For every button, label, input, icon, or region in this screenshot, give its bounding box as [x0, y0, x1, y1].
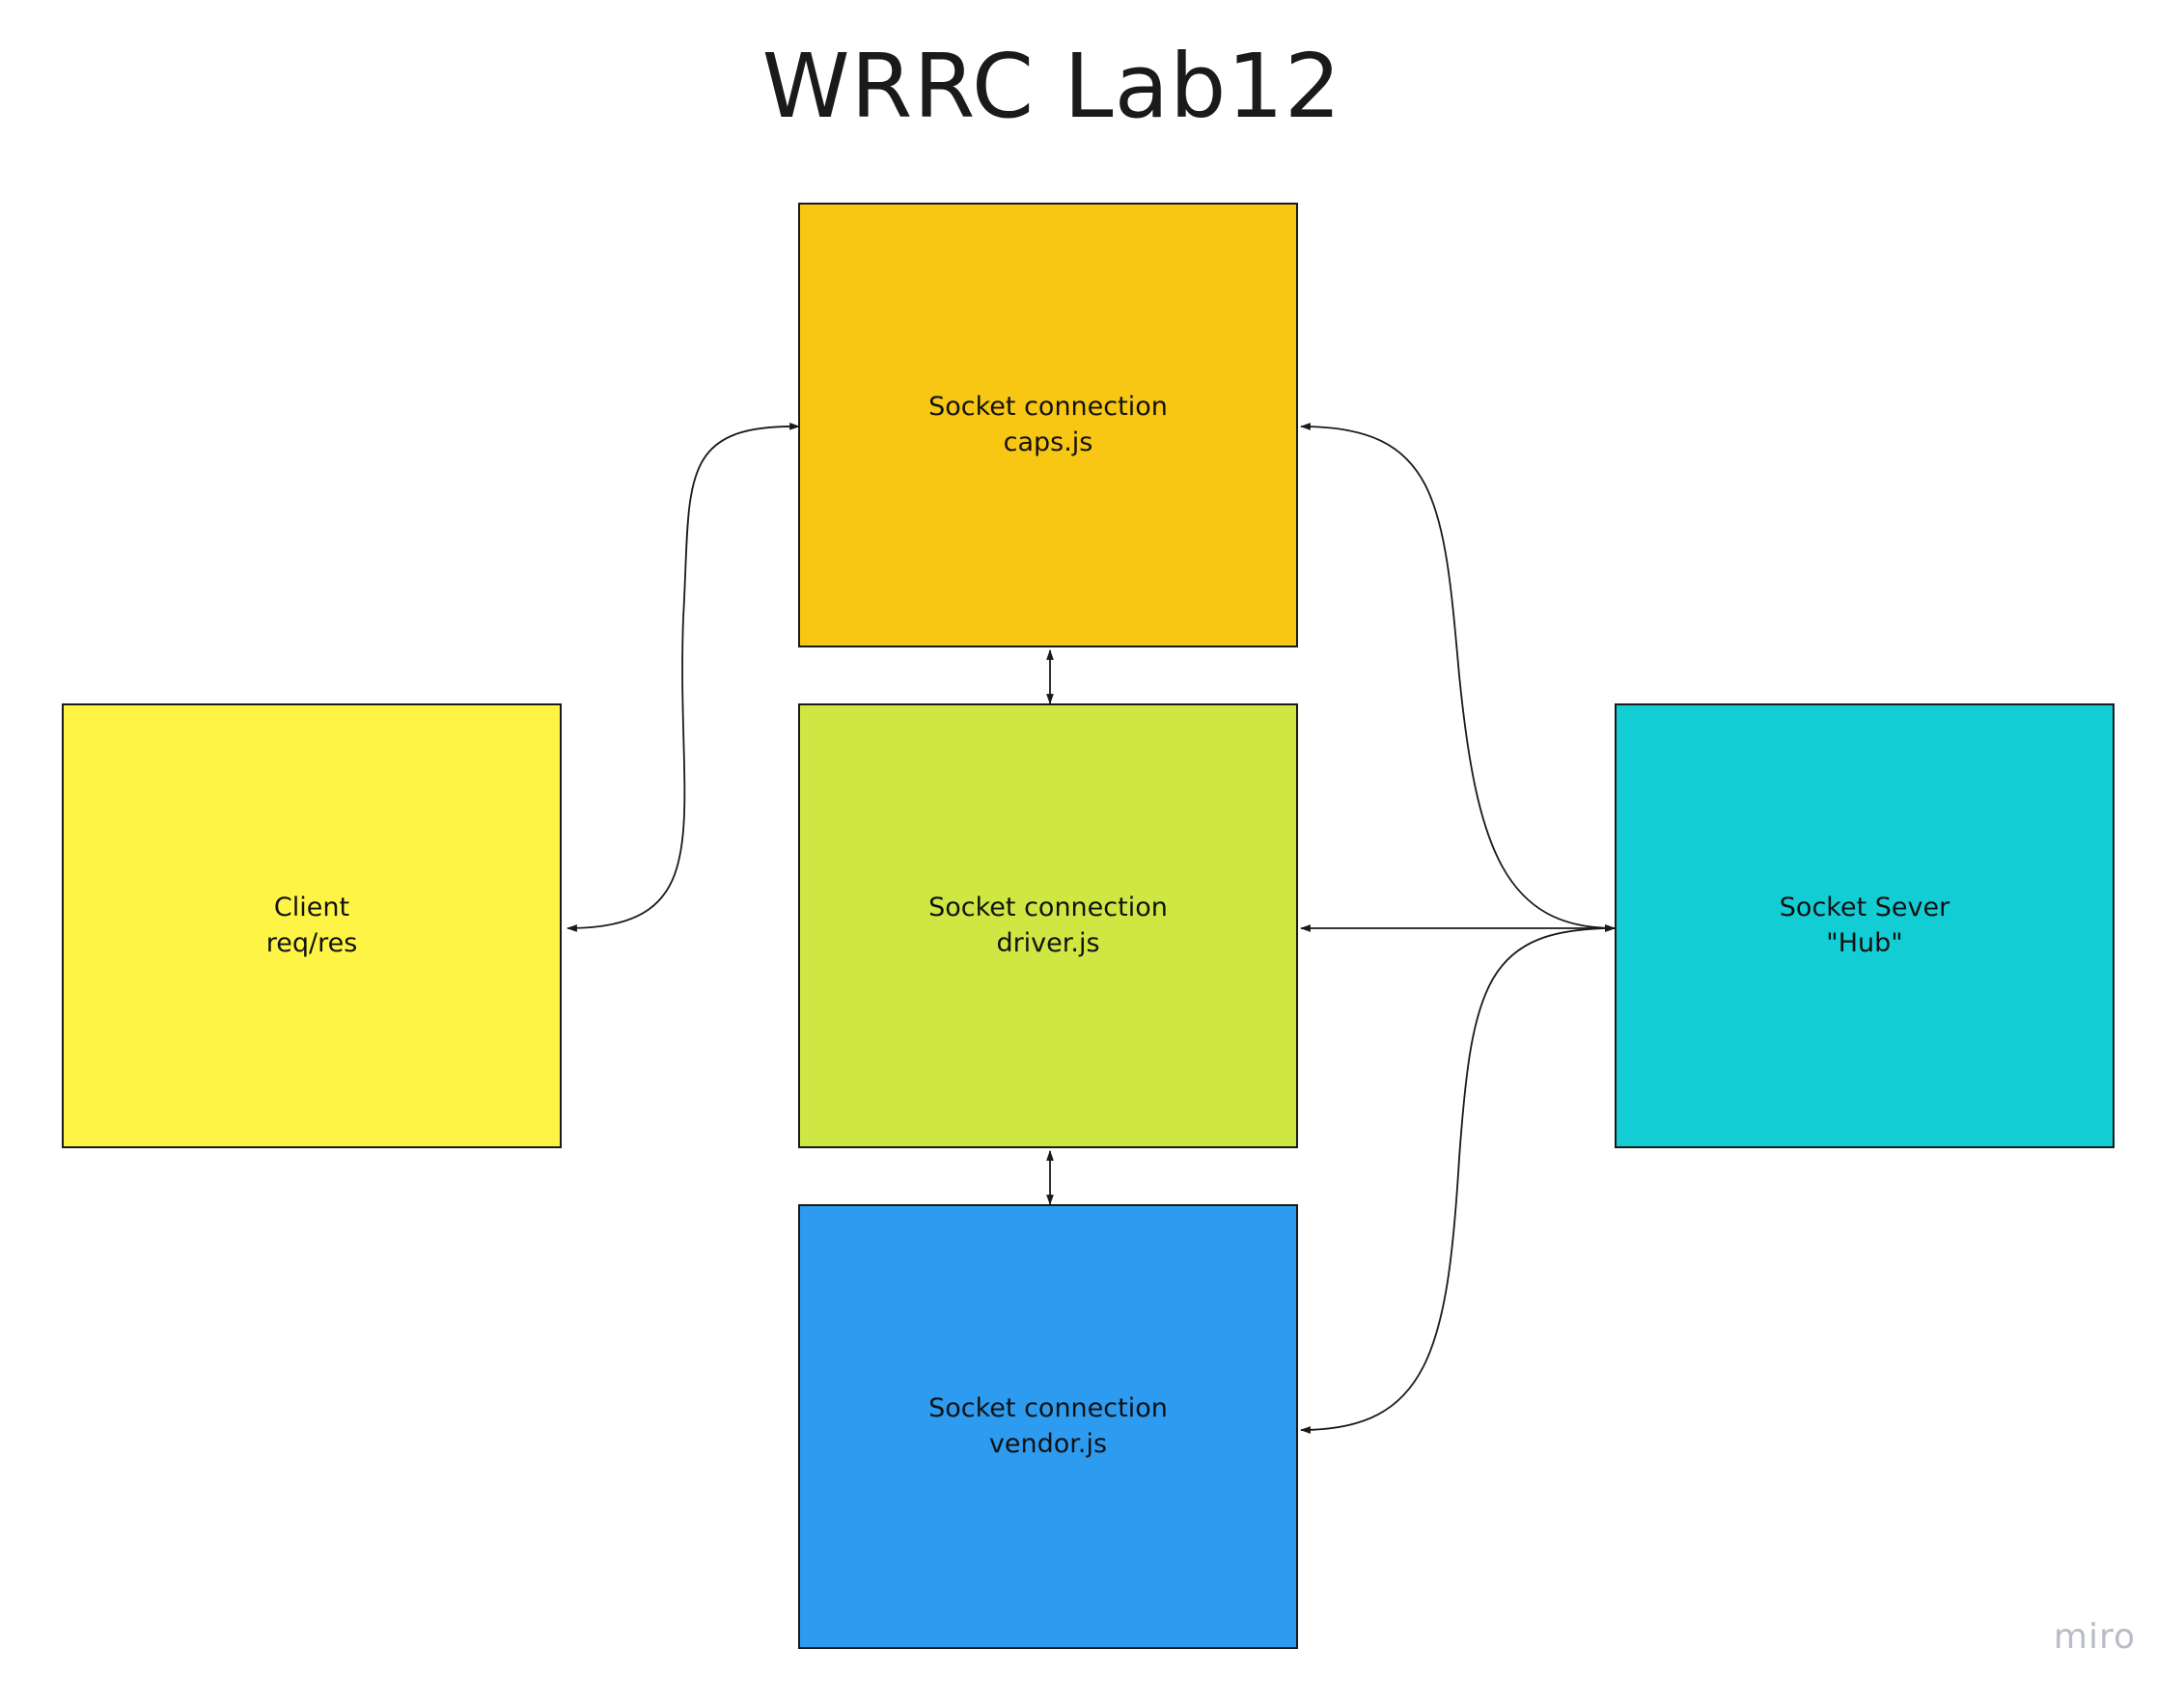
note-client[interactable]: Client req/res — [62, 703, 562, 1148]
note-driver[interactable]: Socket connection driver.js — [798, 703, 1298, 1148]
note-hub[interactable]: Socket Sever "Hub" — [1615, 703, 2115, 1148]
note-hub-line2: "Hub" — [1826, 927, 1903, 958]
note-caps-line1: Socket connection — [928, 392, 1168, 423]
note-vendor-line2: vendor.js — [988, 1428, 1108, 1459]
note-driver-line2: driver.js — [996, 927, 1100, 958]
note-client-line2: req/res — [265, 927, 358, 958]
diagram-title: WRRC Lab12 — [761, 35, 1342, 138]
note-driver-line1: Socket connection — [928, 893, 1168, 923]
miro-watermark: miro — [2053, 1617, 2136, 1657]
note-hub-line1: Socket Sever — [1779, 893, 1950, 923]
note-vendor-line1: Socket connection — [928, 1393, 1168, 1424]
note-client-line1: Client — [273, 893, 350, 923]
note-vendor[interactable]: Socket connection vendor.js — [798, 1204, 1298, 1649]
note-caps-line2: caps.js — [1003, 426, 1093, 457]
note-caps[interactable]: Socket connection caps.js — [798, 203, 1298, 647]
connector-client-caps — [566, 423, 801, 932]
connector-hub-vendor — [1299, 924, 1617, 1434]
connector-hub-caps — [1299, 423, 1617, 932]
